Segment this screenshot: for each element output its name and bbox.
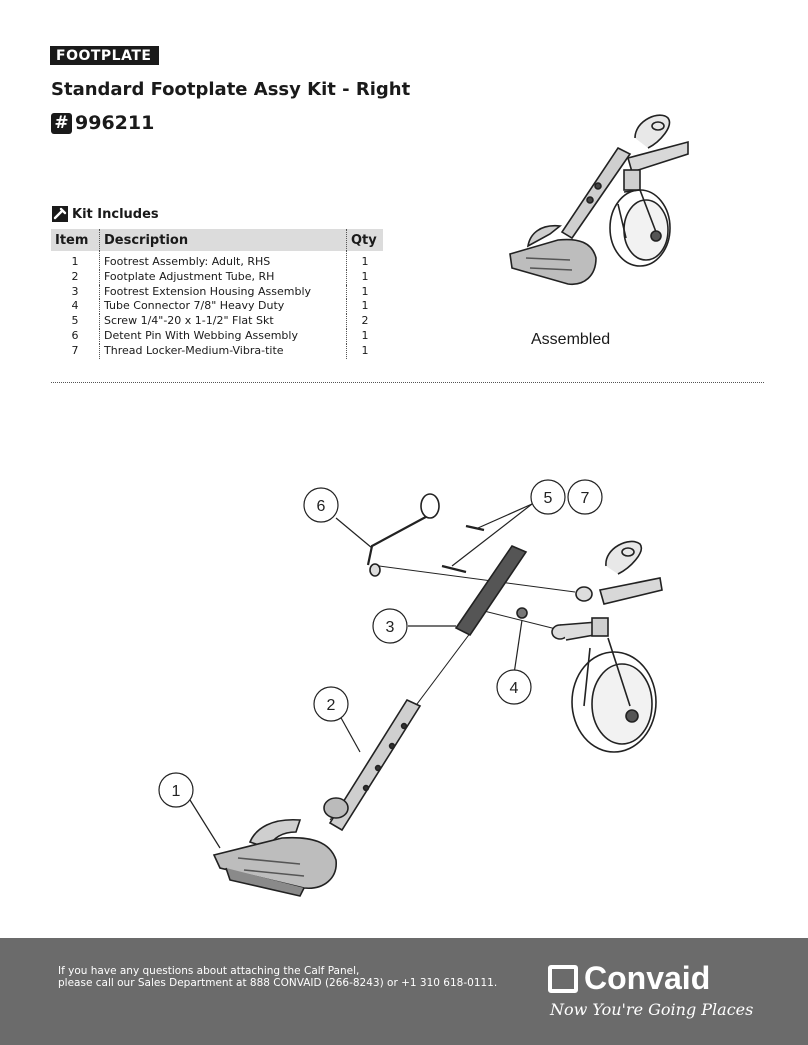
row-qty: 1 <box>346 284 383 300</box>
row-description: Screw 1/4"-20 x 1-1/2" Flat Skt <box>99 314 347 329</box>
callout-5: 5 <box>530 479 566 515</box>
row-item: 7 <box>71 343 79 357</box>
row-qty: 1 <box>346 328 383 344</box>
hash-badge: # <box>51 112 72 134</box>
row-description: Footrest Extension Housing Assembly <box>99 284 347 300</box>
callout-1-label: 1 <box>172 783 181 800</box>
row-description: Detent Pin With Webbing Assembly <box>99 328 347 344</box>
row-description: Footplate Adjustment Tube, RH <box>99 269 347 285</box>
callout-6-label: 6 <box>317 498 326 515</box>
contact-line-2: please call our Sales Department at 888 … <box>58 977 498 989</box>
callout-4-label: 4 <box>510 680 519 697</box>
table-row: 5 Screw 1/4"-20 x 1-1/2" Flat Skt 2 <box>51 314 383 329</box>
row-item: 3 <box>71 284 79 298</box>
extension-housing-part <box>454 545 528 637</box>
contact-line-1: If you have any questions about attachin… <box>58 965 360 977</box>
assembled-label: Assembled <box>531 331 611 348</box>
brand-logo: Convaid <box>548 960 710 997</box>
callout-5-label: 5 <box>544 490 553 507</box>
convaid-logo-icon <box>548 964 578 993</box>
row-item: 4 <box>71 299 79 313</box>
callout-4: 4 <box>496 669 532 705</box>
table-row: 7 Thread Locker-Medium-Vibra-tite 1 <box>51 343 383 359</box>
table-row: 3 Footrest Extension Housing Assembly 1 <box>51 284 383 300</box>
tube-connector-part <box>516 607 528 619</box>
callout-7-label: 7 <box>581 490 590 507</box>
kit-table: Item Description Qty 1 Footrest Assembly… <box>51 229 383 359</box>
row-qty: 1 <box>346 269 383 285</box>
page-title: Standard Footplate Assy Kit - Right <box>51 79 411 100</box>
exploded-diagram: 6 5 7 3 4 2 1 <box>158 479 663 897</box>
kit-heading: Kit Includes <box>52 206 159 222</box>
row-description: Footrest Assembly: Adult, RHS <box>99 251 347 270</box>
section-tag: FOOTPLATE <box>50 46 160 65</box>
row-item: 2 <box>71 269 79 283</box>
wrench-icon <box>52 206 68 222</box>
part-number: # 996211 <box>51 112 154 134</box>
part-number-value: 996211 <box>75 112 155 134</box>
row-item: 1 <box>71 255 79 268</box>
col-description: Description <box>99 229 347 251</box>
callout-2-label: 2 <box>327 697 336 714</box>
contact-note: If you have any questions about attachin… <box>58 965 497 989</box>
footrest-assembly-part <box>212 797 349 897</box>
col-item: Item <box>51 229 100 251</box>
row-qty: 1 <box>346 299 383 315</box>
row-description: Thread Locker-Medium-Vibra-tite <box>99 343 347 359</box>
kit-table-header: Item Description Qty <box>51 229 383 251</box>
table-row: 6 Detent Pin With Webbing Assembly 1 <box>51 328 383 344</box>
row-item: 5 <box>71 314 79 328</box>
table-row: 2 Footplate Adjustment Tube, RH 1 <box>51 269 383 285</box>
assembled-illustration <box>509 114 689 285</box>
row-qty: 1 <box>346 251 383 270</box>
callout-6: 6 <box>303 487 339 523</box>
kit-heading-label: Kit Includes <box>72 206 159 222</box>
callout-7: 7 <box>567 479 603 515</box>
callout-1: 1 <box>158 772 194 808</box>
row-qty: 2 <box>346 314 383 329</box>
table-row: 1 Footrest Assembly: Adult, RHS 1 <box>51 251 383 270</box>
screw-part <box>441 524 485 574</box>
row-description: Tube Connector 7/8" Heavy Duty <box>99 299 347 315</box>
detent-pin-part <box>366 493 440 577</box>
row-item: 6 <box>71 328 79 342</box>
table-row: 4 Tube Connector 7/8" Heavy Duty 1 <box>51 299 383 315</box>
callout-2: 2 <box>313 686 349 722</box>
footer: If you have any questions about attachin… <box>0 938 808 1045</box>
brand-tagline: Now You're Going Places <box>550 1000 754 1019</box>
callout-3: 3 <box>372 608 408 644</box>
col-qty: Qty <box>346 229 383 251</box>
brand-name: Convaid <box>584 960 711 996</box>
section-divider <box>51 382 764 383</box>
callout-3-label: 3 <box>386 619 395 636</box>
row-qty: 1 <box>346 343 383 359</box>
adjustment-tube-part <box>328 698 422 832</box>
